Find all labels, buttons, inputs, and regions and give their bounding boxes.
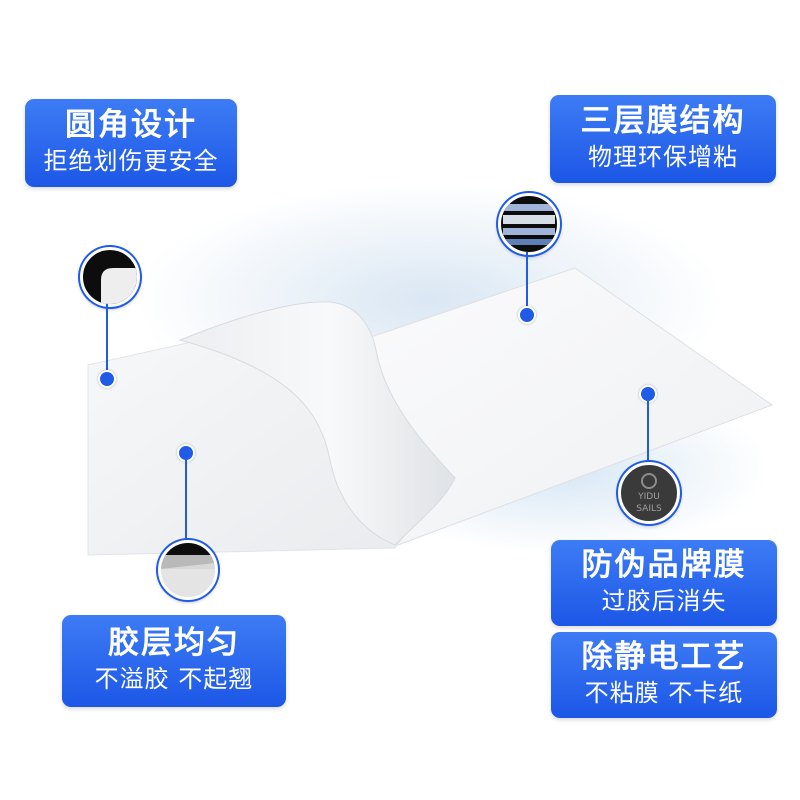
feature-anti-static-title: 除静电工艺 xyxy=(581,639,747,675)
feature-round-corner-label: 圆角设计 拒绝划伤更安全 xyxy=(25,99,237,187)
feature-anti-fake-subtitle: 过胶后消失 xyxy=(601,587,727,615)
film-layers-icon xyxy=(498,193,560,255)
feature-anti-static-subtitle: 不粘膜 不卡纸 xyxy=(584,679,744,707)
marker-dot-three-layer xyxy=(518,306,536,324)
connector-line-anti-fake xyxy=(647,401,649,461)
feature-even-glue-label: 胶层均匀 不溢胶 不起翘 xyxy=(62,615,286,707)
feature-even-glue-subtitle: 不溢胶 不起翘 xyxy=(94,665,254,693)
brand-watermark-icon: YIDU SAILS xyxy=(618,462,680,524)
rounded-corner-icon xyxy=(80,247,140,307)
marker-dot-round-corner xyxy=(98,370,116,388)
feature-even-glue-title: 胶层均匀 xyxy=(108,625,240,661)
connector-line-round-corner xyxy=(106,304,108,374)
glue-layer-icon xyxy=(158,540,218,600)
feature-anti-fake-title: 防伪品牌膜 xyxy=(581,547,747,583)
feature-anti-fake-label: 防伪品牌膜 过胶后消失 xyxy=(551,540,777,626)
feature-three-layer-subtitle: 物理环保增粘 xyxy=(588,143,738,171)
connector-line-even-glue xyxy=(185,460,187,540)
watermark-text-sails: SAILS xyxy=(636,504,662,514)
feature-anti-static-label: 除静电工艺 不粘膜 不卡纸 xyxy=(551,632,777,718)
feature-three-layer-title: 三层膜结构 xyxy=(580,103,746,139)
feature-round-corner-subtitle: 拒绝划伤更安全 xyxy=(43,147,219,175)
watermark-text-yidu: YIDU xyxy=(637,492,660,502)
film-sheet-curl xyxy=(178,301,456,546)
feature-three-layer-label: 三层膜结构 物理环保增粘 xyxy=(550,95,776,183)
feature-round-corner-title: 圆角设计 xyxy=(65,107,197,143)
connector-line-three-layer xyxy=(526,252,528,310)
